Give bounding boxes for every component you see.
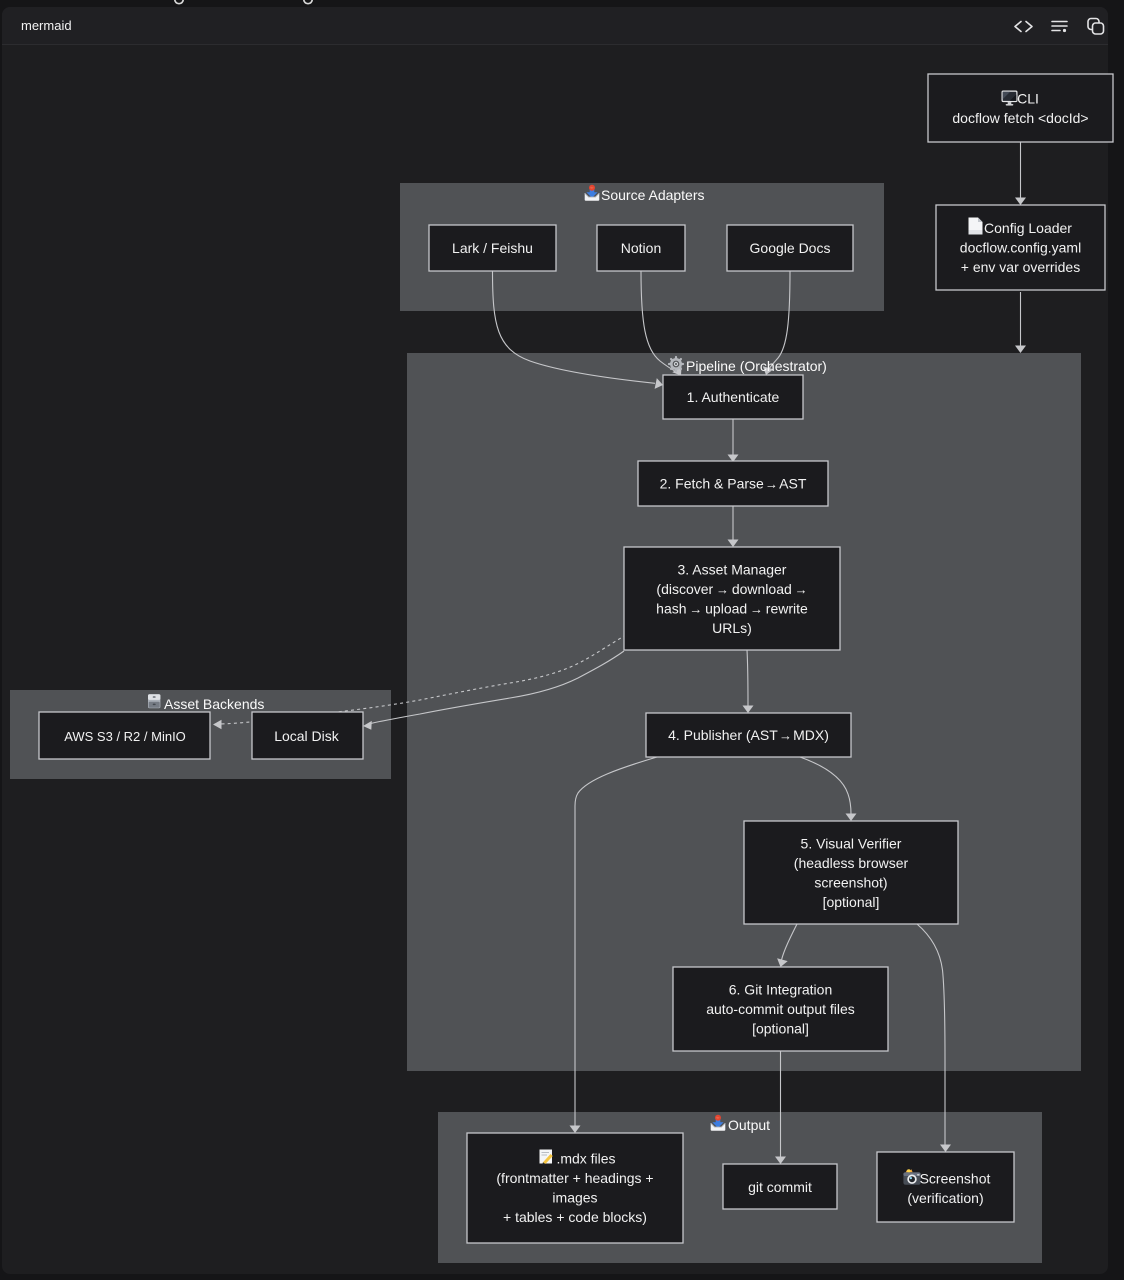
svg-text:AWS S3 / R2 / MinIO: AWS S3 / R2 / MinIO <box>64 729 186 744</box>
svg-text:5. Visual Verifier: 5. Visual Verifier <box>801 836 902 852</box>
svg-text:docflow.config.yaml: docflow.config.yaml <box>960 240 1081 256</box>
svg-text:Lark / Feishu: Lark / Feishu <box>452 240 533 256</box>
svg-text:(discover → download →: (discover → download → <box>656 581 807 597</box>
svg-text:CLI: CLI <box>1017 90 1039 106</box>
svg-text:images: images <box>552 1190 597 1206</box>
svg-text:4. Publisher (AST → MDX): 4. Publisher (AST → MDX) <box>668 727 829 743</box>
svg-text:.mdx files: .mdx files <box>556 1151 615 1167</box>
svg-text:hash → upload → rewrite: hash → upload → rewrite <box>656 601 808 617</box>
svg-text:(verification): (verification) <box>907 1190 983 1206</box>
svg-text:auto-commit output files: auto-commit output files <box>706 1001 855 1017</box>
svg-text:screenshot): screenshot) <box>814 875 887 891</box>
svg-text:mermaid: mermaid <box>21 18 72 33</box>
svg-text:3. Asset Manager: 3. Asset Manager <box>678 562 787 578</box>
svg-text:[optional]: [optional] <box>823 894 880 910</box>
svg-text:URLs): URLs) <box>712 620 752 636</box>
svg-text:(frontmatter + headings +: (frontmatter + headings + <box>496 1170 653 1186</box>
svg-text:Asset Backends: Asset Backends <box>164 696 264 712</box>
svg-text:Notion: Notion <box>621 240 661 256</box>
svg-text:Config Loader: Config Loader <box>984 220 1072 236</box>
svg-text:Screenshot: Screenshot <box>920 1170 991 1186</box>
svg-text:docflow fetch <docId>: docflow fetch <docId> <box>952 110 1088 126</box>
svg-text:1. Authenticate: 1. Authenticate <box>687 389 780 405</box>
svg-text:+ tables + code blocks): + tables + code blocks) <box>503 1209 647 1225</box>
svg-text:(headless browser: (headless browser <box>794 855 909 871</box>
svg-text:Local Disk: Local Disk <box>274 728 340 744</box>
svg-text:Google Docs: Google Docs <box>750 240 831 256</box>
svg-text:2. Fetch & Parse → AST: 2. Fetch & Parse → AST <box>660 476 807 492</box>
svg-text:+ env var overrides: + env var overrides <box>961 259 1080 275</box>
svg-text:Pipeline (Orchestrator): Pipeline (Orchestrator) <box>686 358 827 374</box>
svg-text:git commit: git commit <box>748 1179 812 1195</box>
svg-text:6. Git Integration: 6. Git Integration <box>729 982 833 998</box>
svg-text:Output: Output <box>728 1117 770 1133</box>
svg-text:[optional]: [optional] <box>752 1021 809 1037</box>
svg-text:Source Adapters: Source Adapters <box>601 187 705 203</box>
